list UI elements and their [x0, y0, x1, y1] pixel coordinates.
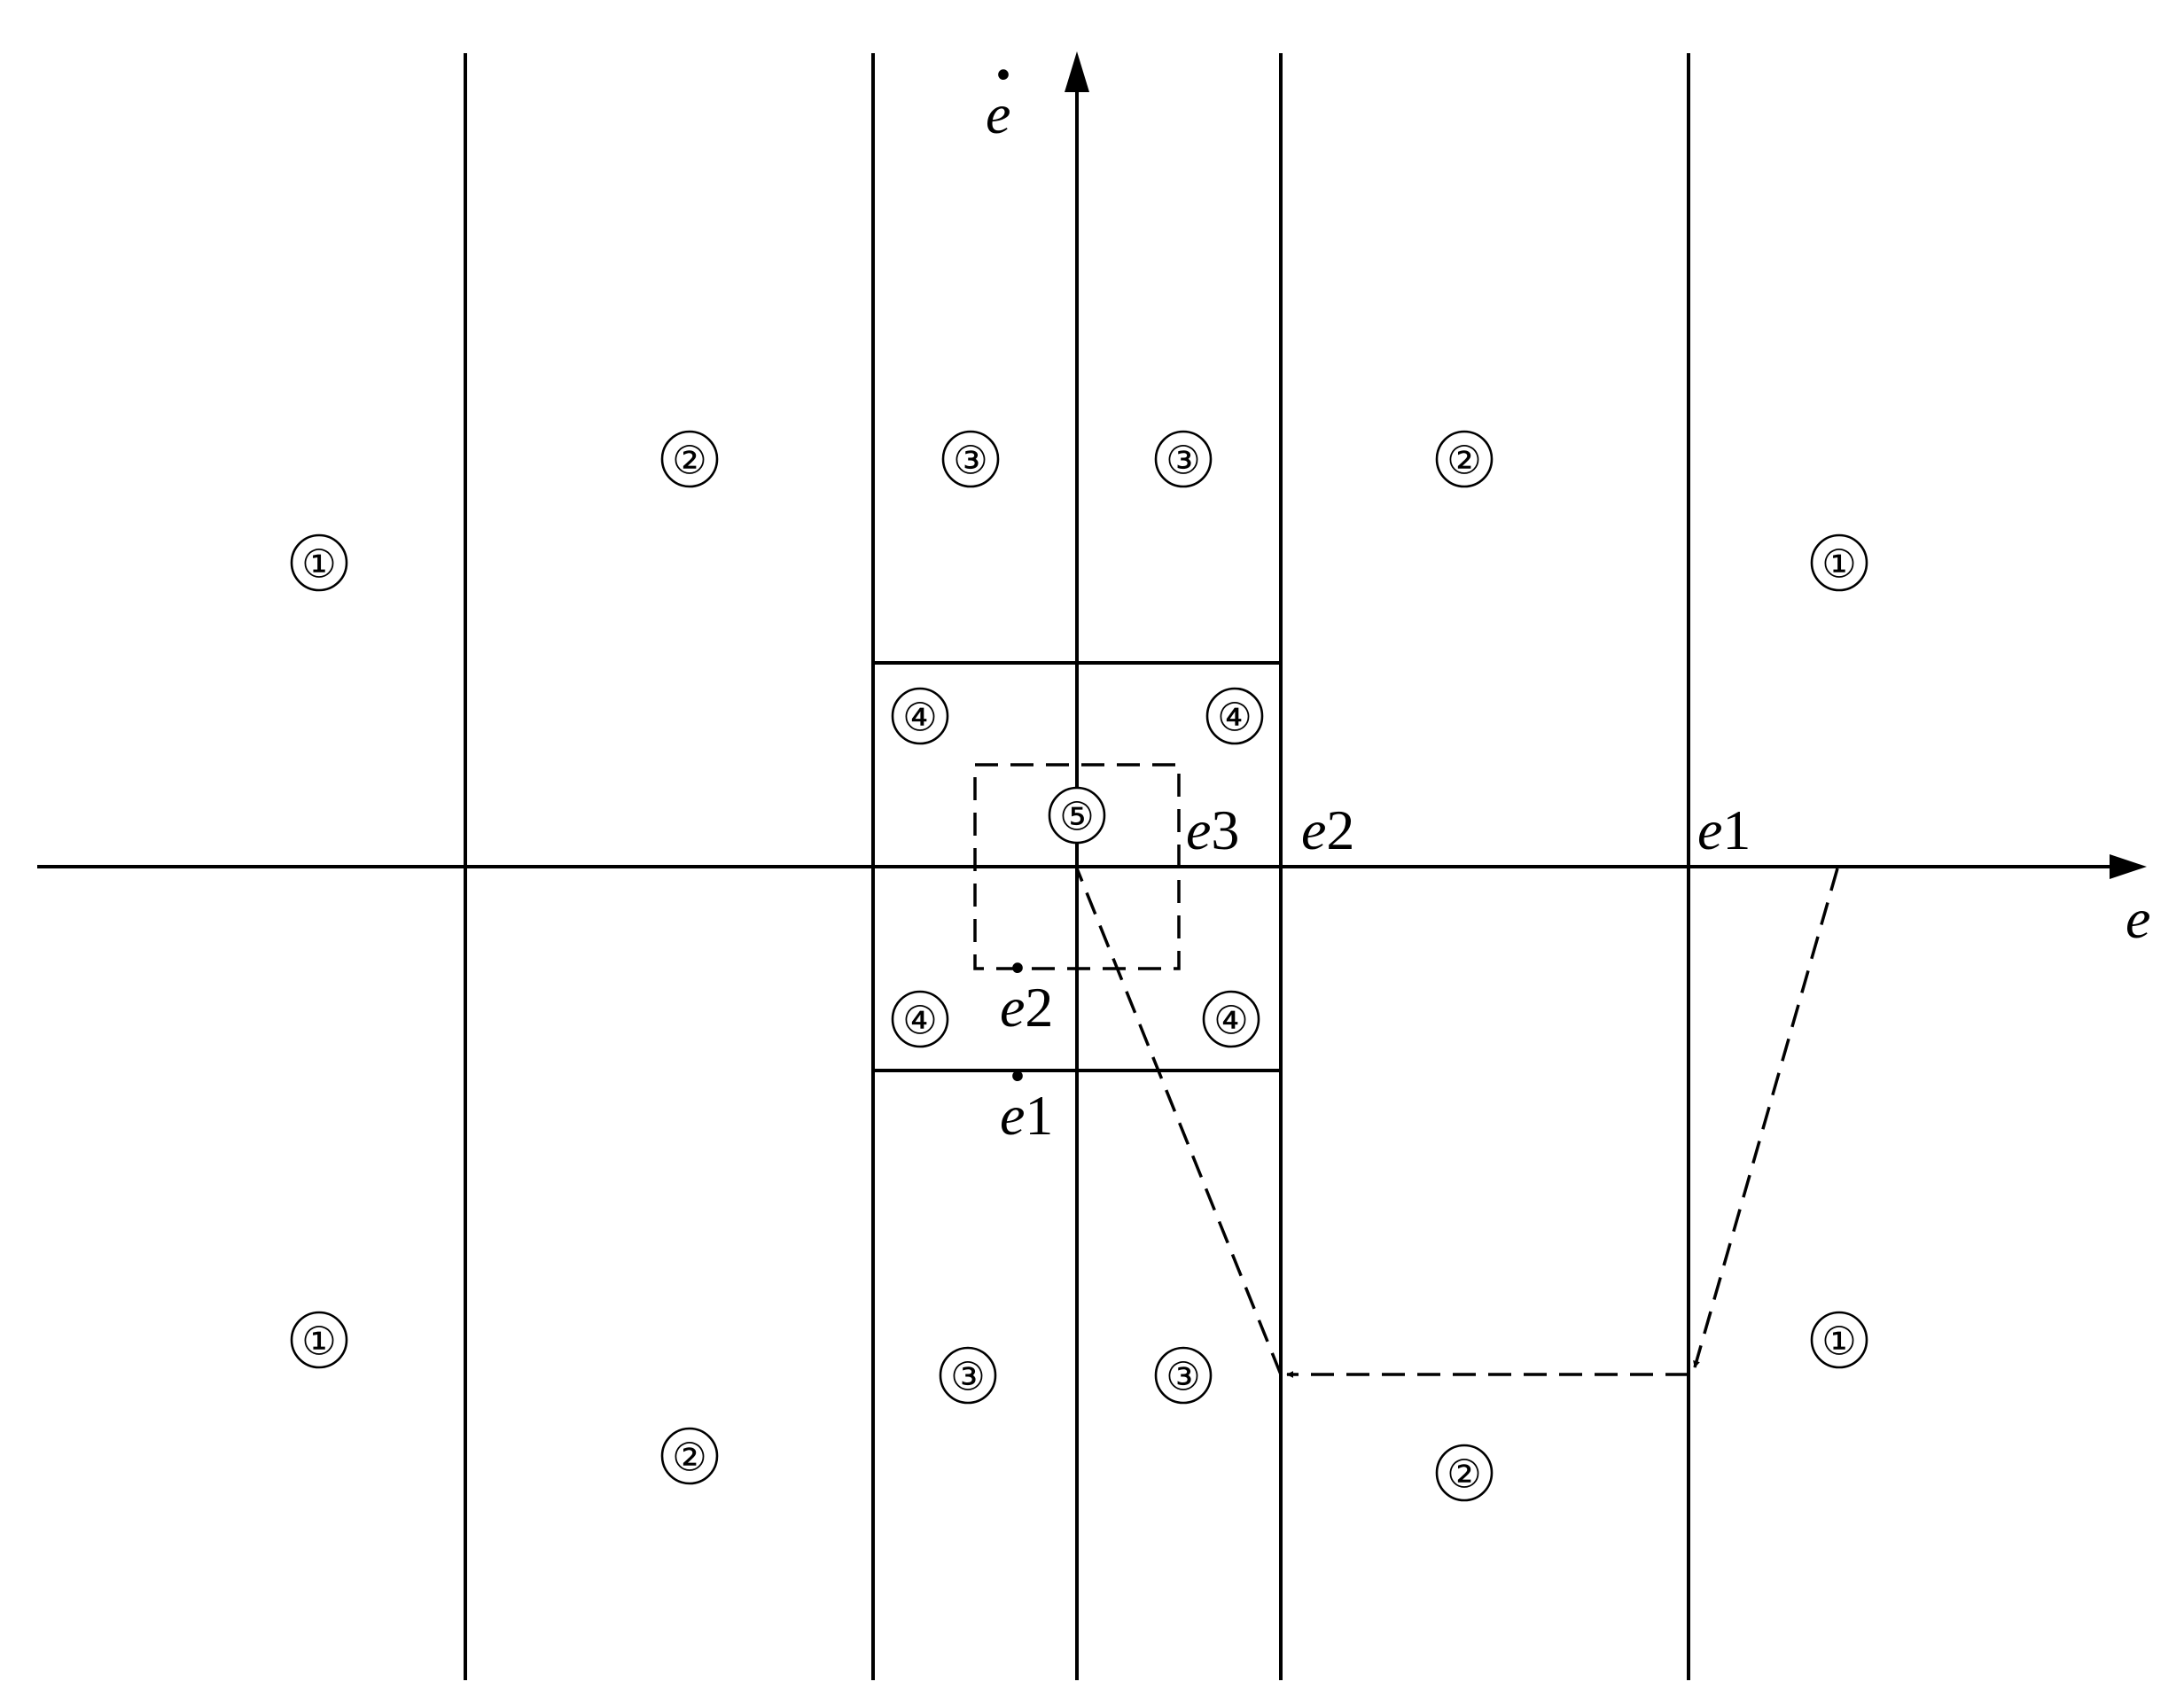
- inner-dead-zone-box: [973, 763, 1181, 970]
- boundary-label-edot2: e2 ·: [1000, 932, 1053, 1039]
- region-marker: ③: [1154, 1346, 1213, 1405]
- region-marker: ①: [1810, 533, 1868, 592]
- region-label: ①: [301, 542, 336, 588]
- region-marker: ②: [1435, 430, 1494, 488]
- region-marker: ③: [1154, 430, 1213, 488]
- boundary-label-e1: e1: [1697, 798, 1751, 861]
- svg-text:e: e: [986, 82, 1010, 145]
- boundary-label-e2: e2: [1301, 798, 1354, 861]
- region-marker: ④: [891, 687, 949, 745]
- region-marker: ②: [660, 430, 719, 488]
- edot-axis-label: e ·: [986, 39, 1014, 145]
- edot-axis-arrowhead: [1065, 51, 1089, 92]
- region-marker: ③: [941, 430, 1000, 488]
- region-label: ④: [902, 696, 937, 741]
- region-marker: ③: [939, 1346, 997, 1405]
- region-marker: ④: [891, 990, 949, 1048]
- boundary-label-e3: e3: [1186, 798, 1239, 861]
- region-label: ①: [301, 1320, 336, 1365]
- trajectory-segment-3: [1075, 868, 1283, 1375]
- svg-text:·: ·: [1007, 932, 1028, 1003]
- region-label: ④: [1217, 696, 1252, 741]
- region-label: ①: [1821, 1320, 1856, 1365]
- region-label: ③: [950, 1355, 985, 1400]
- region-marker: ②: [660, 1427, 719, 1485]
- region-label: ②: [672, 439, 706, 484]
- region-marker: ①: [290, 1311, 348, 1369]
- region-marker: ①: [290, 533, 348, 592]
- region-label: ④: [1213, 999, 1248, 1044]
- region-label: ⑤: [1059, 795, 1094, 840]
- e-axis-arrowhead: [2110, 854, 2147, 879]
- region-marker: ②: [1435, 1444, 1494, 1502]
- svg-text:·: ·: [993, 39, 1014, 110]
- region-marker: ⑤: [1048, 786, 1106, 845]
- svg-text:e1: e1: [1000, 1084, 1053, 1147]
- region-label: ①: [1821, 542, 1856, 588]
- region-label: ②: [1447, 439, 1481, 484]
- region-label: ②: [672, 1436, 706, 1481]
- trajectory-segment-1: [1693, 868, 1839, 1368]
- region-label: ③: [1166, 439, 1200, 484]
- svg-text:e2: e2: [1000, 976, 1053, 1039]
- region-label: ③: [1166, 1355, 1200, 1400]
- boundary-label-edot1: e1 ·: [1000, 1040, 1053, 1147]
- region-label: ④: [902, 999, 937, 1044]
- region-marker: ①: [1810, 1311, 1868, 1369]
- region-label: ②: [1447, 1452, 1481, 1498]
- region-marker: ④: [1205, 687, 1264, 745]
- svg-text:·: ·: [1007, 1040, 1028, 1111]
- region-marker: ④: [1202, 990, 1260, 1048]
- e-axis-label: e: [2126, 887, 2150, 950]
- region-label: ③: [953, 439, 987, 484]
